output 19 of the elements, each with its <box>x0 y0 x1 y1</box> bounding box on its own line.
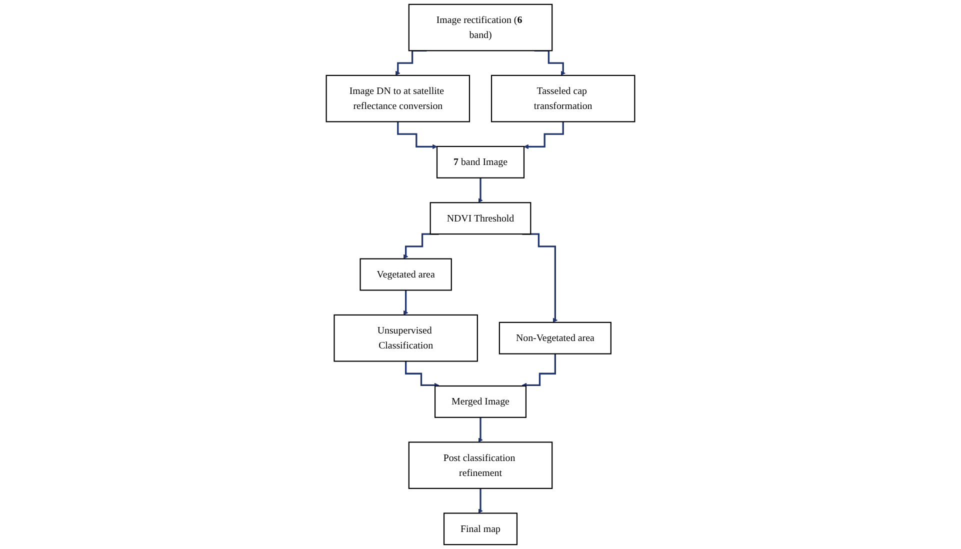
node-box <box>360 258 452 291</box>
arrow <box>478 416 483 442</box>
node-box <box>334 314 478 362</box>
node-box <box>326 74 470 122</box>
node-box <box>443 512 518 546</box>
node-box <box>408 4 553 52</box>
arrow <box>524 120 564 150</box>
arrow <box>522 352 556 388</box>
node-box <box>434 385 527 418</box>
arrow <box>478 177 483 203</box>
arrow <box>403 289 408 316</box>
arrow <box>397 120 438 150</box>
node-box <box>490 74 636 122</box>
node-box <box>436 146 525 178</box>
node-box <box>408 442 553 489</box>
arrow <box>478 488 483 514</box>
node-box <box>498 322 612 354</box>
node-box <box>430 202 532 235</box>
arrow <box>405 360 440 388</box>
